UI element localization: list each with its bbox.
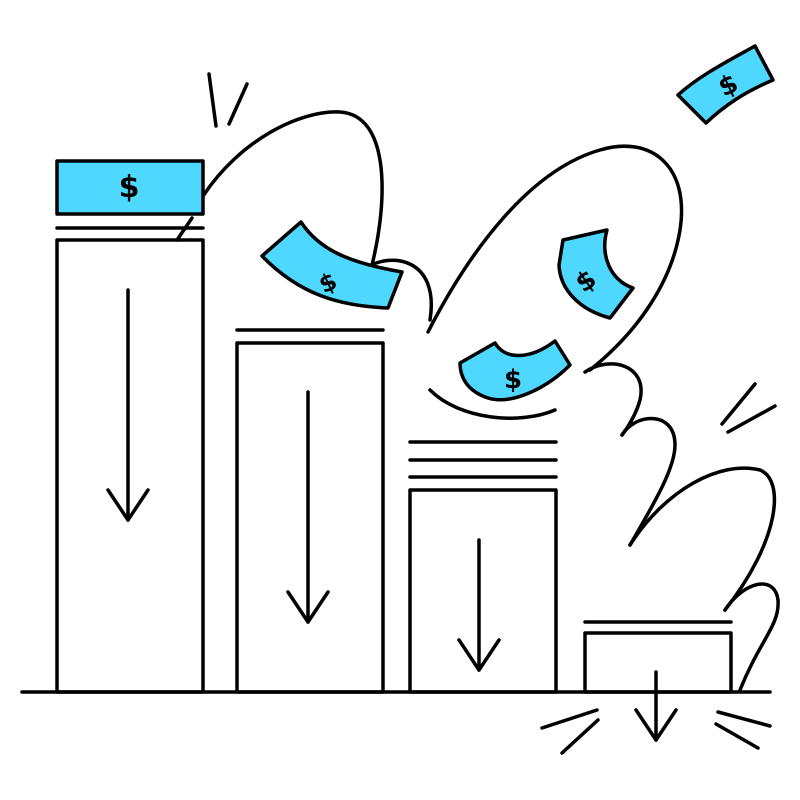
- impact-lines: [540, 708, 772, 755]
- money-bill-icon: $: [55, 159, 205, 216]
- money-bill-icon: $: [458, 339, 572, 402]
- arrow-down-icon: [106, 288, 150, 522]
- money-bill-icon: $: [557, 228, 635, 320]
- money-bill-icon: $: [260, 220, 404, 310]
- arrow-down-icon: [286, 390, 330, 624]
- arrow-down-icon: [457, 538, 501, 672]
- money-bill-icon: $: [676, 44, 775, 125]
- bar-4-body: [583, 631, 733, 694]
- bar-3-body: [408, 488, 558, 694]
- arrow-down-icon: [634, 670, 678, 742]
- svg-text:$: $: [504, 365, 522, 395]
- bar-2-body: [235, 341, 385, 694]
- bar-3: [408, 440, 558, 694]
- bar-2: [235, 328, 385, 694]
- bar-1: [55, 226, 205, 694]
- money-flight-path: [175, 110, 780, 692]
- motion-lines-right: [720, 382, 777, 434]
- svg-text:$: $: [119, 170, 140, 205]
- bar-1-body: [55, 238, 205, 694]
- bar-4: [583, 620, 733, 742]
- motion-lines-top: [207, 72, 249, 128]
